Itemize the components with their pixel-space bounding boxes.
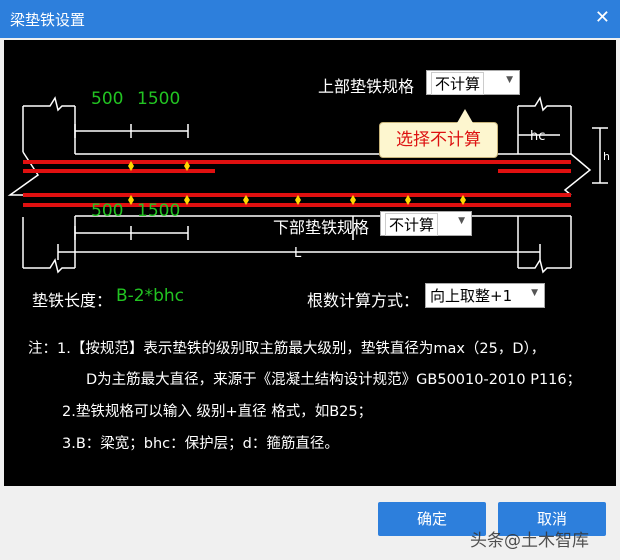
upper-spec-value: 不计算 <box>431 72 485 95</box>
dim-500-top: 500 <box>91 89 123 109</box>
tooltip: 选择不计算 <box>379 109 498 158</box>
top-dimension <box>74 124 189 138</box>
L-dimension <box>57 244 541 260</box>
lower-spec-select[interactable]: 不计算 ▼ <box>380 211 472 236</box>
note-3: 3.B：梁宽；bhc：保护层；d：箍筋直径。 <box>62 436 339 452</box>
hc-label: hc <box>530 129 545 144</box>
diagram-panel <box>4 40 616 486</box>
close-icon[interactable]: ✕ <box>594 7 610 28</box>
chevron-down-icon: ▼ <box>531 288 538 298</box>
title-bar: 梁垫铁设置 ✕ <box>0 0 620 38</box>
count-method-value: 向上取整+1 <box>430 287 513 305</box>
left-column-lines <box>22 106 76 268</box>
count-method-select[interactable]: 向上取整+1 ▼ <box>425 283 545 308</box>
right-column-lines <box>517 106 572 268</box>
lower-spec-value: 不计算 <box>385 213 439 236</box>
watermark: 头条@土木智库 <box>470 531 589 551</box>
length-label: 垫铁长度： <box>32 291 113 310</box>
L-label: L <box>294 246 302 261</box>
dim-1500-bottom: 1500 <box>137 201 180 221</box>
cancel-button[interactable]: 取消 <box>498 502 606 536</box>
note-1: 注：1.【按规范】表示垫铁的级别取主筋最大级别，垫铁直径为max（25，D）， <box>28 341 546 357</box>
dim-500-bottom: 500 <box>91 201 123 221</box>
length-value: B-2*bhc <box>116 286 185 306</box>
spacer-marks <box>128 161 466 205</box>
count-method-label: 根数计算方式： <box>307 291 420 310</box>
bottom-dimension <box>74 226 189 240</box>
lower-spec-label: 下部垫铁规格 <box>273 218 370 237</box>
note-2: 2.垫铁规格可以输入 级别+直径 格式，如B25； <box>62 404 373 420</box>
ok-button[interactable]: 确定 <box>378 502 486 536</box>
upper-spec-select[interactable]: 不计算 ▼ <box>426 70 520 95</box>
rebars <box>23 160 571 207</box>
note-1-cont: D为主筋最大直径，来源于《混凝土结构设计规范》GB50010-2010 P116… <box>86 372 582 388</box>
upper-spec-label: 上部垫铁规格 <box>318 77 415 96</box>
chevron-down-icon: ▼ <box>506 75 513 85</box>
h-label: h <box>603 150 610 163</box>
dim-1500-top: 1500 <box>137 89 180 109</box>
window-title: 梁垫铁设置 <box>10 11 86 29</box>
chevron-down-icon: ▼ <box>458 216 465 226</box>
